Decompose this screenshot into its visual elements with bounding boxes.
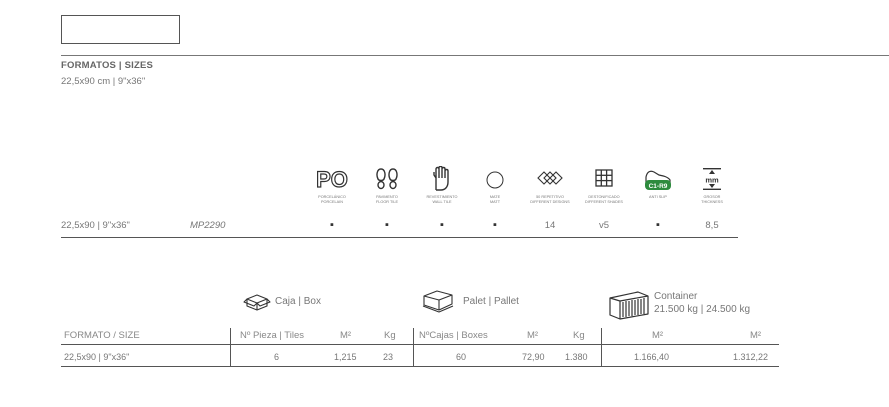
col-m2-container-2: M² [750,330,762,341]
feature-value-floor: ▪ [385,219,389,231]
packing-row-divider [61,366,779,367]
feature-row-divider [61,237,738,238]
svg-text:C1-R9: C1-R9 [649,183,668,190]
svg-text:PO: PO [316,167,348,192]
row-m2-pallet: 72,90 [522,352,545,362]
feature-value-wall: ▪ [440,219,444,231]
porcelain-po-icon: PO [316,166,349,192]
box-label: Caja | Box [275,296,321,307]
feature-value-designs: 14 [544,220,556,231]
col-m2-container-1: M² [652,330,664,341]
col-separator [230,328,231,366]
floor-tile-footprints-icon [376,168,398,190]
anti-slip-shoe-icon: C1-R9 [645,170,671,190]
row-boxes: 60 [456,352,467,362]
container-icon [608,290,650,325]
header-divider [61,55,889,56]
sizes-title: FORMATOS | SIZES [61,60,154,71]
col-format: FORMATO / SIZE [64,330,140,341]
row-m2-container-2: 1.312,22 [733,352,769,362]
col-m2-box: M² [340,330,352,341]
col-separator [413,328,414,366]
col-kg-box: Kg [384,330,396,341]
row-kg-pallet: 1.380 [565,352,588,362]
packing-header-divider [61,344,779,345]
row-format: 22,5x90 | 9"x36" [64,352,130,362]
feature-value-antislip: ▪ [656,219,660,231]
row-m2-container-1: 1.166,40 [634,352,670,362]
col-m2-pallet: M² [527,330,539,341]
col-pieces: Nº Pieza | Tiles [240,330,305,341]
feature-caption: ANTI SLIP [649,195,667,199]
different-designs-icon [537,171,563,185]
row-m2-box: 1,215 [334,352,357,362]
feature-anti-slip: C1-R9 ANTI SLIP [630,166,686,200]
container-weights: 21.500 kg | 24.500 kg [654,304,751,315]
pallet-icon [420,288,456,319]
col-boxes: NºCajas | Boxes [419,330,488,341]
different-shades-grid-icon [595,169,613,187]
feature-row-size: 22,5x90 | 9"x36" [61,220,130,231]
wall-tile-hand-icon [433,166,449,191]
matt-circle-icon [486,171,504,189]
pallet-label: Palet | Pallet [463,296,519,307]
box-icon [243,292,271,317]
col-kg-pallet: Kg [573,330,585,341]
col-separator [601,328,602,366]
container-label: Container [654,291,698,302]
logo-placeholder-box [61,15,180,44]
feature-value-thickness: 8,5 [705,220,719,231]
row-kg-box: 23 [383,352,394,362]
feature-row-code: MP2290 [190,220,226,231]
sizes-value: 22,5x90 cm | 9"x36" [61,76,146,87]
feature-value-shades: v5 [598,220,610,231]
svg-text:mm: mm [705,176,719,185]
row-pieces: 6 [274,352,280,362]
thickness-mm-icon: mm [703,168,721,190]
feature-value-porcelain: ▪ [330,219,334,231]
feature-value-matt: ▪ [493,219,497,231]
